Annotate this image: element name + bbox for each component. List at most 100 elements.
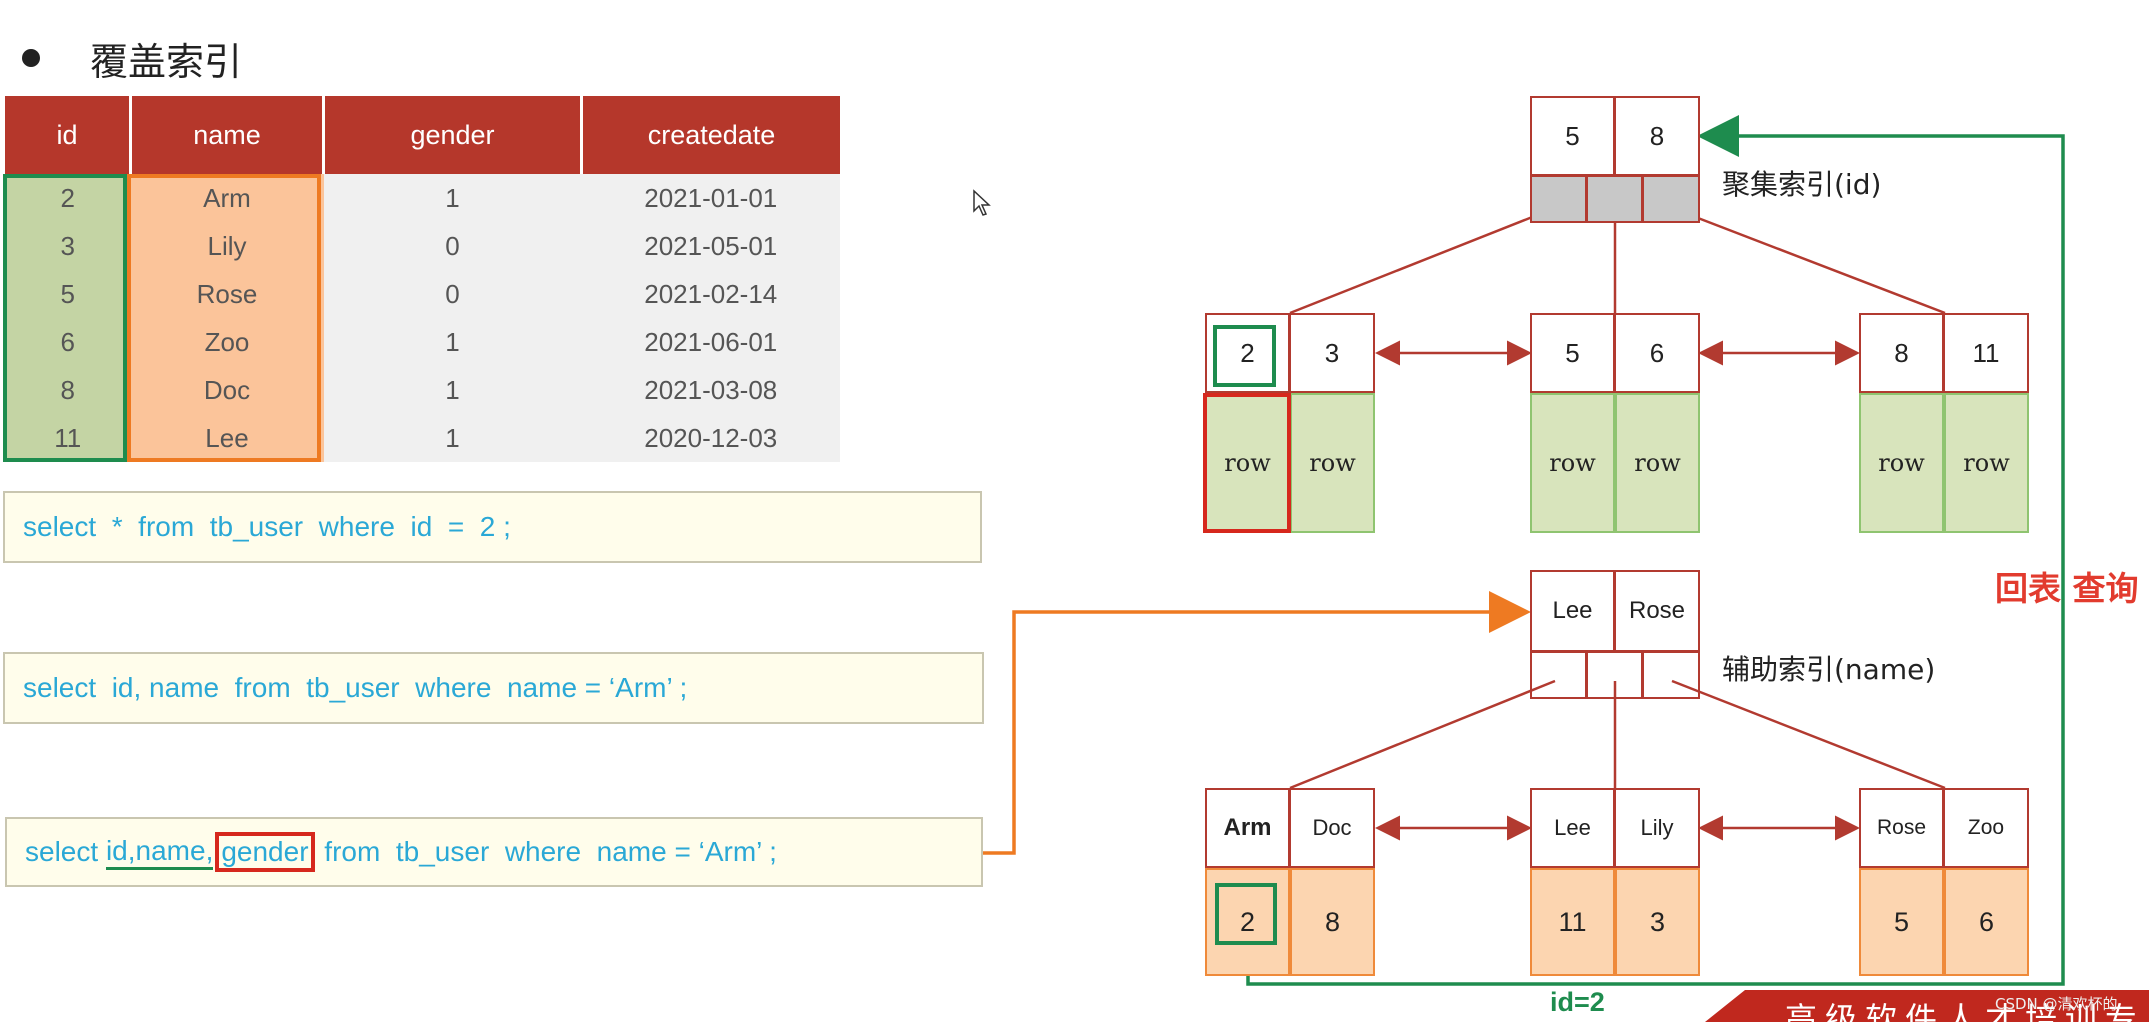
table-row: 2 Arm 1 2021-01-01 [5,174,840,222]
id-value: 5 [1859,868,1944,976]
cell-name: Doc [130,366,324,414]
name-column-highlight [127,174,321,462]
secondary-leaf-ids: 11 3 [1530,868,1700,976]
clustered-leaf-rows: row row [1859,393,2029,533]
pointer-slot [1586,651,1644,699]
header-gender: gender [323,96,583,174]
secondary-leaf-node: Rose Zoo [1859,788,2029,868]
cell-createdate: 2021-02-14 [581,270,840,318]
bullet-icon [22,49,40,67]
pointer-slot [1530,175,1587,223]
banner-text: 高级软件人才培训专 [1785,1000,2146,1022]
cell-gender: 1 [323,414,582,462]
secondary-leaf-key: Zoo [1944,788,2029,868]
clustered-index-label: 聚集索引(id) [1722,168,1882,201]
cell-id: 2 [5,174,131,222]
cell-createdate: 2021-01-01 [581,174,840,222]
sql3-id-name: id,name [105,835,206,870]
id-eq-label: id=2 [1550,987,1605,1017]
row-data: row [1944,393,2029,533]
cell-name: Arm [130,174,324,222]
secondary-leaf-node: Lee Lily [1530,788,1700,868]
clustered-leaf-key: 6 [1615,313,1700,393]
secondary-leaf-key: Doc [1290,788,1375,868]
table-lookup-label: 回表 查询 [1995,569,2139,608]
cell-gender: 0 [323,270,582,318]
cell-id: 8 [5,366,131,414]
table-row: 8 Doc 1 2021-03-08 [5,366,840,414]
header-id: id [5,96,132,174]
cell-id: 5 [5,270,131,318]
secondary-leaf-key: Lily [1615,788,1700,868]
row-data: row [1530,393,1615,533]
table-row: 5 Rose 0 2021-02-14 [5,270,840,318]
cursor-icon [973,189,991,216]
clustered-root-key: 5 [1530,96,1615,176]
header-name: name [130,96,325,174]
clustered-root-key: 8 [1615,96,1700,176]
clustered-leaf-key: 11 [1944,313,2029,393]
table-row: 3 Lily 0 2021-05-01 [5,222,840,270]
cell-name: Rose [130,270,324,318]
row-data: row [1859,393,1944,533]
secondary-leaf-key: Rose [1859,788,1944,868]
cell-id: 11 [5,414,131,462]
title-text: 覆盖索引 [90,39,243,84]
sql3-suffix: from tb_user where name = ‘Arm’ ; [316,836,777,867]
table-header-row: id name gender createdate [5,96,840,174]
cell-createdate: 2020-12-03 [581,414,840,462]
row-data: row [1615,393,1700,533]
header-createdate: createdate [581,96,840,174]
id-value: 8 [1290,868,1375,976]
secondary-root-pointers [1530,651,1700,699]
clustered-leaf-key: 5 [1530,313,1615,393]
pointer-slot [1643,651,1700,699]
footer-banner: 高级软件人才培训专 [1705,990,2149,1022]
secondary-index-label: 辅助索引(name) [1722,653,1936,686]
id-2-highlight [1215,883,1277,945]
cell-gender: 1 [323,174,582,222]
section-title: 覆盖索引 [22,30,242,86]
id-value: 11 [1530,868,1615,976]
id-value: 6 [1944,868,2029,976]
clustered-leaf-node: 8 11 [1859,313,2029,393]
sql-query-2: select id, name from tb_user where name … [3,652,984,724]
cell-name: Lily [130,222,324,270]
row-2-highlight [1203,393,1291,533]
secondary-leaf-node: Arm Doc [1205,788,1375,868]
cell-id: 6 [5,318,131,366]
clustered-leaf-node: 5 6 [1530,313,1700,393]
secondary-leaf-ids: 5 6 [1859,868,2029,976]
clustered-leaf-rows: row row [1205,393,1375,533]
user-table: id name gender createdate 2 Arm 1 2021-0… [5,96,840,462]
cell-gender: 1 [323,318,582,366]
table-row: 6 Zoo 1 2021-06-01 [5,318,840,366]
cell-createdate: 2021-03-08 [581,366,840,414]
cell-createdate: 2021-05-01 [581,222,840,270]
pointer-slot [1586,175,1644,223]
green-lookup-arrow [1246,115,2065,986]
secondary-root-key: Rose [1615,570,1700,652]
clustered-leaf-rows: row row [1530,393,1700,533]
cell-gender: 0 [323,222,582,270]
id-value: 3 [1615,868,1700,976]
sql3-gender: gender [215,832,315,872]
sql3-prefix: select [25,836,106,867]
clustered-leaf-key: 8 [1859,313,1944,393]
cell-gender: 1 [323,366,582,414]
cell-id: 3 [5,222,131,270]
row-data: row [1290,393,1375,533]
clustered-tree-links [1289,206,1946,315]
cell-name: Zoo [130,318,324,366]
secondary-leaf-key: Arm [1205,788,1290,868]
orange-query-arrow [983,591,1531,855]
clustered-leaf-key: 3 [1290,313,1375,393]
cell-name: Lee [130,414,324,462]
pointer-slot [1530,651,1587,699]
id-column-highlight [3,174,127,462]
sql-query-3: select id,name,gender from tb_user where… [5,817,983,887]
table-row: 11 Lee 1 2020-12-03 [5,414,840,462]
watermark: CSDN @清欢杯的 [1995,995,2118,1013]
sql-query-1: select * from tb_user where id = 2 ; [3,491,982,563]
